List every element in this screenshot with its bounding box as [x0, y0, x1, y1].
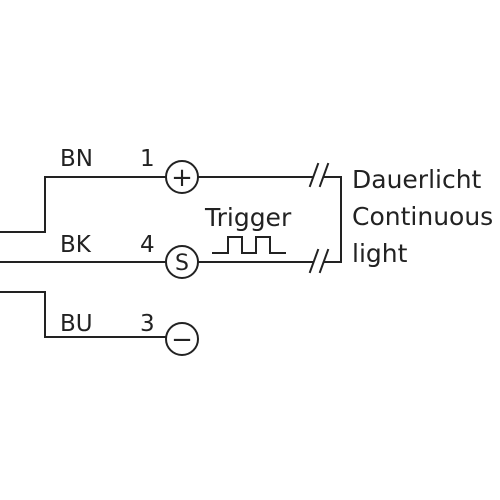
wire-color-label-bn: BN	[60, 146, 93, 172]
terminal-plus: +	[165, 160, 199, 194]
pin-number-1: 1	[140, 146, 155, 172]
contact-dauerlicht	[308, 162, 330, 188]
mode-label-continuous: Continuous	[352, 202, 493, 231]
pin-number-4: 4	[140, 232, 155, 258]
pin-number-3: 3	[140, 311, 155, 337]
pulse-icon	[212, 236, 286, 254]
wire-bn	[0, 176, 167, 233]
minus-icon: −	[171, 325, 193, 355]
wire-color-label-bu: BU	[60, 311, 93, 337]
wire-color-label-bk: BK	[60, 232, 92, 258]
mode-label-dauerlicht: Dauerlicht	[352, 165, 482, 194]
signal-icon: S	[175, 251, 189, 276]
mode-label-light: light	[352, 239, 408, 268]
wire-bu	[0, 291, 167, 338]
plus-icon: +	[171, 163, 193, 193]
terminal-signal: S	[165, 245, 199, 279]
terminal-minus: −	[165, 322, 199, 356]
trigger-label: Trigger	[204, 203, 292, 232]
